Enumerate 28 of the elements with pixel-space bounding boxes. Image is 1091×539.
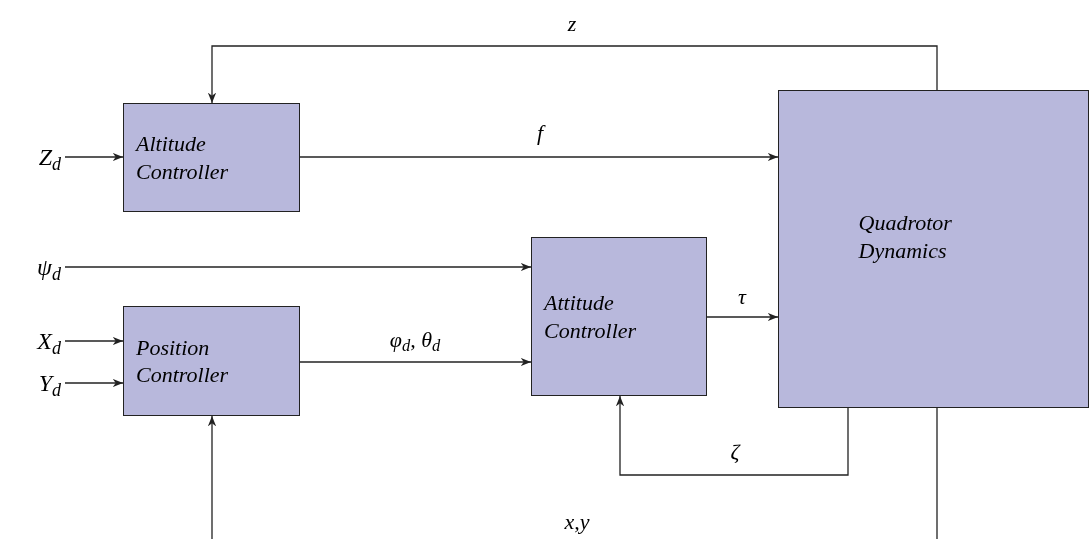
edge-label: f (536, 122, 544, 144)
edge-label: ζ (730, 441, 740, 463)
edge-label: z (567, 13, 577, 35)
block-label: Y$_{d}$ (38, 369, 61, 401)
arrow (207, 407, 938, 539)
block-label: Altitude Controller (136, 130, 230, 185)
arrow (64, 152, 124, 162)
controller-block (778, 90, 1089, 408)
controller-block (123, 103, 300, 212)
block-label: Z$_{d}$ (38, 143, 61, 175)
arrow (706, 312, 779, 322)
controller-block (123, 306, 300, 416)
arrow (299, 357, 532, 367)
controller-block (531, 237, 707, 396)
block-label: Position Controller (136, 333, 230, 389)
block-label: X$_{d}$ (37, 327, 61, 359)
block-label: Attitude Controller (544, 289, 638, 344)
edge-label: τ (738, 286, 746, 308)
edge-label: φ$_{d}$, θ$_{d}$ (389, 329, 441, 351)
arrow (207, 45, 938, 104)
block-label: Quadrotor Dynamics (858, 209, 953, 264)
arrow (64, 262, 532, 272)
arrow (64, 378, 124, 388)
arrow (299, 152, 779, 162)
arrow (615, 395, 849, 476)
edge-label: x,y (564, 511, 590, 533)
block-label: ψ$_{d}$ (37, 253, 61, 285)
arrow (64, 336, 124, 346)
